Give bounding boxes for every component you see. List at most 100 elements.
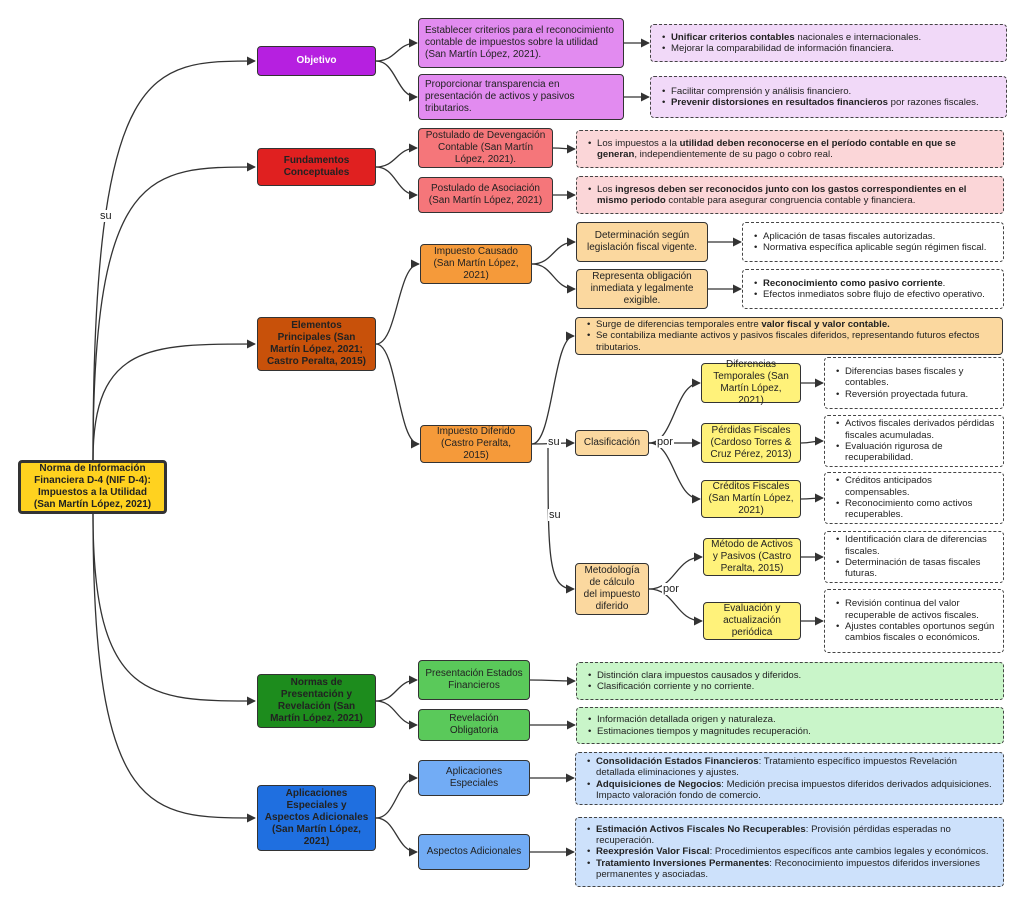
note-line: Distinción clara impuestos causados y di…: [588, 670, 995, 682]
root-edge: [92, 339, 256, 461]
root-edge: [92, 513, 256, 706]
metodologia-node[interactable]: Metodología de cálculo del impuesto dife…: [575, 563, 649, 615]
note-line: Surge de diferencias temporales entre va…: [587, 319, 994, 331]
connector-edge: [547, 443, 575, 594]
diferido-notes: Surge de diferencias temporales entre va…: [575, 317, 1003, 355]
edge-label-su-root: su: [99, 210, 113, 222]
note-line: Se contabiliza mediante activos y pasivo…: [587, 330, 994, 353]
note-line: Información detallada origen y naturalez…: [588, 714, 995, 726]
note-line: Créditos anticipados compensables.: [836, 475, 995, 498]
note-line: Aplicación de tasas fiscales autorizadas…: [754, 231, 995, 243]
note-line: Los impuestos a la utilidad deben recono…: [588, 138, 995, 161]
normas-item-1[interactable]: Presentación Estados Financieros: [418, 660, 530, 700]
connector-edge: [648, 378, 701, 444]
aplicaciones-notes-1: Consolidación Estados Financieros: Trata…: [575, 752, 1004, 805]
causado-item-2[interactable]: Representa obligación inmediata y legalm…: [576, 269, 708, 309]
clasif-item-3[interactable]: Créditos Fiscales (San Martín López, 202…: [701, 480, 801, 518]
connector-edge: [552, 144, 576, 154]
note-line: Los ingresos deben ser reconocidos junto…: [588, 184, 995, 207]
note-line: Reexpresión Valor Fiscal: Procedimientos…: [587, 846, 995, 858]
aplicaciones-notes-2: Estimación Activos Fiscales No Recuperab…: [575, 817, 1004, 887]
fundamentos-notes-2: Los ingresos deben ser reconocidos junto…: [576, 176, 1004, 214]
connector-edge: [375, 38, 418, 62]
clasif-item-2[interactable]: Pérdidas Fiscales (Cardoso Torres & Cruz…: [701, 423, 801, 463]
note-line: Revisión continua del valor recuperable …: [836, 598, 995, 621]
connector-edge: [800, 436, 824, 446]
edge-label-por-metodo: por: [662, 583, 680, 595]
note-line: Ajustes contables oportunos según cambio…: [836, 621, 995, 644]
connector-edge: [531, 263, 576, 294]
objetivo-item-1[interactable]: Establecer criterios para el reconocimie…: [418, 18, 624, 68]
connector-edge: [375, 259, 420, 345]
clasif-notes-1: Diferencias bases fiscales y contables. …: [824, 357, 1004, 409]
aplicaciones-item-1[interactable]: Aplicaciones Especiales: [418, 760, 530, 796]
metodo-item-2[interactable]: Evaluación y actualización periódica: [703, 602, 801, 640]
connector-edge: [375, 700, 418, 730]
fundamentos-node[interactable]: Fundamentos Conceptuales: [257, 148, 376, 186]
objetivo-node[interactable]: Objetivo: [257, 46, 376, 76]
note-line: Prevenir distorsiones en resultados fina…: [662, 97, 998, 109]
connector-edge: [531, 237, 576, 265]
impuesto-diferido-node[interactable]: Impuesto Diferido (Castro Peralta, 2015): [420, 425, 532, 463]
root-node[interactable]: Norma de Información Financiera D-4 (NIF…: [18, 460, 167, 514]
causado-item-1[interactable]: Determinación según legislación fiscal v…: [576, 222, 708, 262]
note-line: Efectos inmediatos sobre flujo de efecti…: [754, 289, 995, 301]
connector-edge: [375, 343, 420, 449]
causado-notes-2: Reconocimiento como pasivo corriente. Ef…: [742, 269, 1004, 309]
metodo-notes-1: Identificación clara de diferencias fisc…: [824, 531, 1004, 583]
note-line: Reversión proyectada futura.: [836, 389, 995, 401]
note-line: Adquisiciones de Negocios: Medición prec…: [587, 779, 995, 802]
objetivo-notes-2: Facilitar comprensión y análisis financi…: [650, 76, 1007, 118]
connector-edge: [375, 675, 418, 702]
edge-label-su-diferido: su: [547, 436, 561, 448]
clasif-notes-3: Créditos anticipados compensables. Recon…: [824, 472, 1004, 524]
clasificacion-node[interactable]: Clasificación: [575, 430, 649, 456]
note-line: Tratamiento Inversiones Permanentes: Rec…: [587, 858, 995, 881]
note-line: Normativa específica aplicable según rég…: [754, 242, 995, 254]
note-line: Unificar criterios contables nacionales …: [662, 32, 998, 44]
edge-label-por-clasif: por: [656, 436, 674, 448]
fundamentos-notes-1: Los impuestos a la utilidad deben recono…: [576, 130, 1004, 168]
objetivo-notes-1: Unificar criterios contables nacionales …: [650, 24, 1007, 62]
note-line: Evaluación rigurosa de recuperabilidad.: [836, 441, 995, 464]
note-line: Activos fiscales derivados pérdidas fisc…: [836, 418, 995, 441]
aplicaciones-node[interactable]: Aplicaciones Especiales y Aspectos Adici…: [257, 785, 376, 851]
note-line: Identificación clara de diferencias fisc…: [836, 534, 995, 557]
metodo-notes-2: Revisión continua del valor recuperable …: [824, 589, 1004, 653]
connector-edge: [648, 588, 703, 626]
note-line: Estimaciones tiempos y magnitudes recupe…: [588, 726, 995, 738]
note-line: Estimación Activos Fiscales No Recuperab…: [587, 824, 995, 847]
connector-edge: [648, 442, 701, 504]
objetivo-item-2[interactable]: Proporcionar transparencia en presentaci…: [418, 74, 624, 120]
connector-edge: [529, 676, 576, 686]
clasif-item-1[interactable]: Diferencias Temporales (San Martín López…: [701, 359, 801, 406]
metodo-item-1[interactable]: Método de Activos y Pasivos (Castro Pera…: [703, 538, 801, 576]
normas-item-2[interactable]: Revelación Obligatoria: [418, 709, 530, 741]
note-line: Reconocimiento como pasivo corriente.: [754, 278, 995, 290]
connector-edge: [375, 143, 418, 168]
impuesto-causado-node[interactable]: Impuesto Causado (San Martín López, 2021…: [420, 244, 532, 284]
normas-notes-2: Información detallada origen y naturalez…: [576, 707, 1004, 744]
fundamentos-item-1[interactable]: Postulado de Devengación Contable (San M…: [418, 128, 553, 168]
causado-notes-1: Aplicación de tasas fiscales autorizadas…: [742, 222, 1004, 262]
normas-notes-1: Distinción clara impuestos causados y di…: [576, 662, 1004, 700]
root-edge: [92, 56, 256, 461]
elementos-node[interactable]: Elementos Principales (San Martín López,…: [257, 317, 376, 371]
root-edge: [92, 513, 256, 823]
connector-edge: [375, 817, 418, 857]
note-line: Clasificación corriente y no corriente.: [588, 681, 995, 693]
connector-edge: [375, 60, 418, 102]
note-line: Mejorar la comparabilidad de información…: [662, 43, 998, 55]
normas-node[interactable]: Normas de Presentación y Revelación (San…: [257, 674, 376, 728]
connector-edge: [531, 331, 575, 445]
connector-edge: [800, 493, 824, 503]
note-line: Diferencias bases fiscales y contables.: [836, 366, 995, 389]
connector-edge: [375, 166, 418, 200]
root-edge: [92, 162, 256, 461]
fundamentos-item-2[interactable]: Postulado de Asociación (San Martín Lópe…: [418, 177, 553, 213]
note-line: Determinación de tasas fiscales futuras.: [836, 557, 995, 580]
clasif-notes-2: Activos fiscales derivados pérdidas fisc…: [824, 415, 1004, 467]
aplicaciones-item-2[interactable]: Aspectos Adicionales: [418, 834, 530, 870]
note-line: Facilitar comprensión y análisis financi…: [662, 86, 998, 98]
